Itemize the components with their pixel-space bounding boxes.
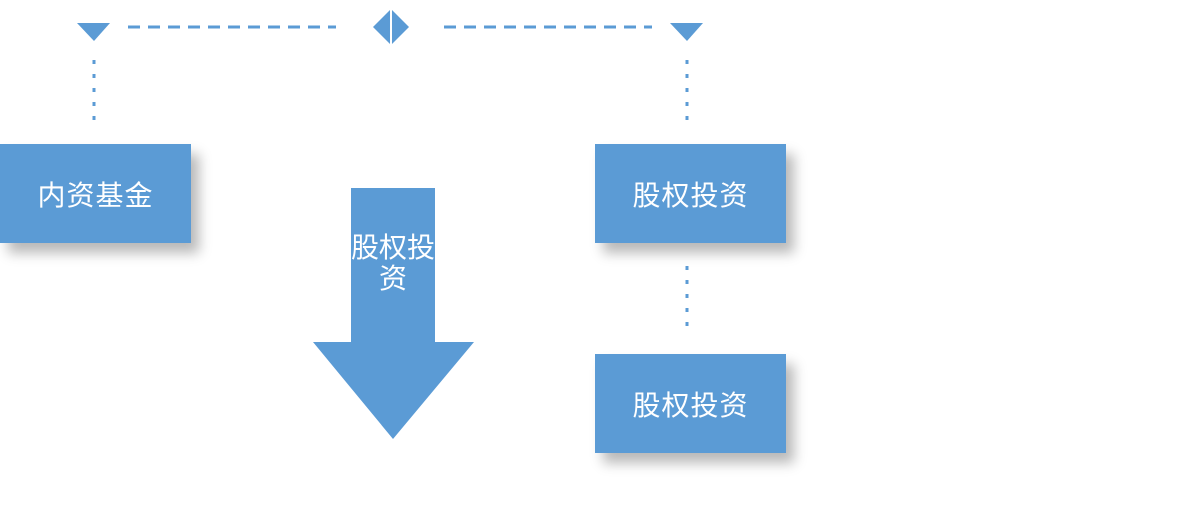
left-triangle-marker <box>77 23 110 41</box>
equity-investment-box-bottom: 股权投资 <box>595 354 786 453</box>
down-arrow-shape <box>313 188 474 439</box>
equity-investment-box-top: 股权投资 <box>595 144 786 243</box>
equity-investment-label-bottom: 股权投资 <box>632 388 749 422</box>
down-arrow-label: 股权投资 <box>351 231 436 295</box>
domestic-fund-box: 内资基金 <box>0 144 191 243</box>
domestic-fund-label: 内资基金 <box>37 178 154 212</box>
equity-investment-label-top: 股权投资 <box>632 178 749 212</box>
right-triangle-marker <box>670 23 703 41</box>
